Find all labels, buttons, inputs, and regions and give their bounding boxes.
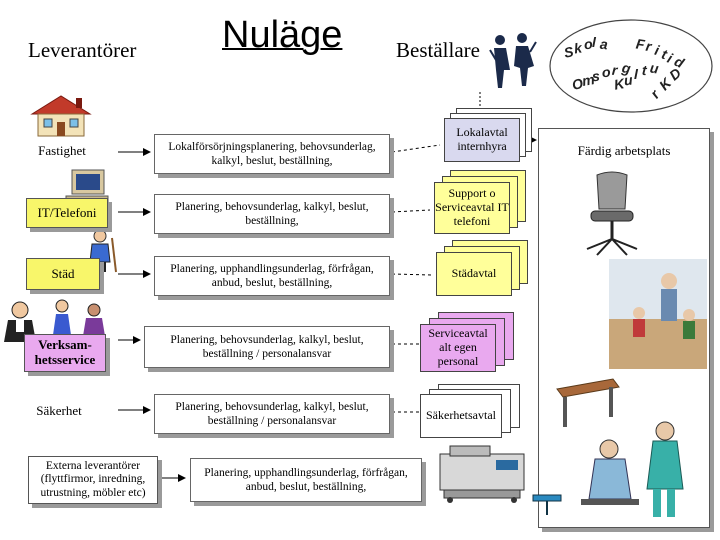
customer-word-letter: l xyxy=(592,34,596,50)
agreement-service: Serviceavtal alt egen personal xyxy=(420,324,496,372)
customers-header: Beställare xyxy=(396,38,480,62)
suppliers-header: Leverantörer xyxy=(28,38,137,62)
agreement-it: Support o Serviceavtal IT telefoni xyxy=(434,182,510,234)
supplier-externa: Externa leverantörer (flyttfirmor, inred… xyxy=(28,456,158,504)
stool-icon xyxy=(532,494,562,515)
customers-oval xyxy=(549,19,713,113)
customer-word-letter: a xyxy=(599,35,609,53)
supplier-it-telefoni: IT/Telefoni xyxy=(26,198,108,228)
school-desk-icon xyxy=(556,378,620,427)
agreement-stack-it: Support o Serviceavtal IT telefoni xyxy=(434,170,534,236)
agreement-stack-sakerhet: Säkerhetsavtal xyxy=(420,384,528,440)
customer-word-letter: l xyxy=(634,66,638,82)
caregiver-icon xyxy=(581,421,684,517)
house-icon xyxy=(30,95,92,137)
agreement-lokalavtal: Lokalavtal internhyra xyxy=(444,118,520,162)
agreement-stack-service: Serviceavtal alt egen personal xyxy=(420,312,524,374)
office-chair-icon xyxy=(586,171,638,256)
dancing-people-icon xyxy=(489,33,537,88)
arrow-process-1 xyxy=(391,144,441,153)
supplier-stad: Städ xyxy=(26,258,100,290)
process-box-sakerhet: Planering, behovsunderlag, kalkyl, beslu… xyxy=(154,394,390,434)
customer-word-letter: o xyxy=(601,63,611,81)
agreement-sakerhet: Säkerhetsavtal xyxy=(420,394,502,438)
customer-word-letter: u xyxy=(648,59,660,77)
process-box-fastighet: Lokalförsörjningsplanering, behovsunderl… xyxy=(154,134,390,174)
arrow-process-2 xyxy=(391,209,431,213)
agreement-stad: Städavtal xyxy=(436,252,512,296)
classroom-photo xyxy=(609,259,707,369)
customer-word-letter: s xyxy=(591,67,601,85)
process-box-externa: Planering, upphandlingsunderlag, förfråg… xyxy=(190,458,422,502)
arrow-process-3 xyxy=(391,273,433,276)
supplier-fastighet: Fastighet xyxy=(38,142,86,158)
process-box-stad: Planering, upphandlingsunderlag, förfråg… xyxy=(154,256,390,296)
customer-word-letter: F xyxy=(634,35,646,53)
finished-workplace-box: Färdig arbetsplats xyxy=(532,128,710,528)
page-title: Nuläge xyxy=(222,14,343,56)
workplace-label: Färdig arbetsplats xyxy=(577,143,671,158)
agreement-stack-stad: Städavtal xyxy=(436,240,536,300)
process-box-it: Planering, behovsunderlag, kalkyl, beslu… xyxy=(154,194,390,234)
copier-icon xyxy=(439,445,525,503)
cleaner-icon xyxy=(89,229,117,273)
customer-word-letter: t xyxy=(641,61,648,79)
customer-word-letter: u xyxy=(623,71,634,89)
process-box-verksamhetsservice: Planering, behovsunderlag, kalkyl, beslu… xyxy=(144,326,390,368)
supplier-verksamhetsservice: Verksam-hetsservice xyxy=(24,334,106,372)
agreement-stack-lokalavtal: Lokalavtal internhyra xyxy=(444,108,536,164)
supplier-sakerhet: Säkerhet xyxy=(36,402,82,418)
